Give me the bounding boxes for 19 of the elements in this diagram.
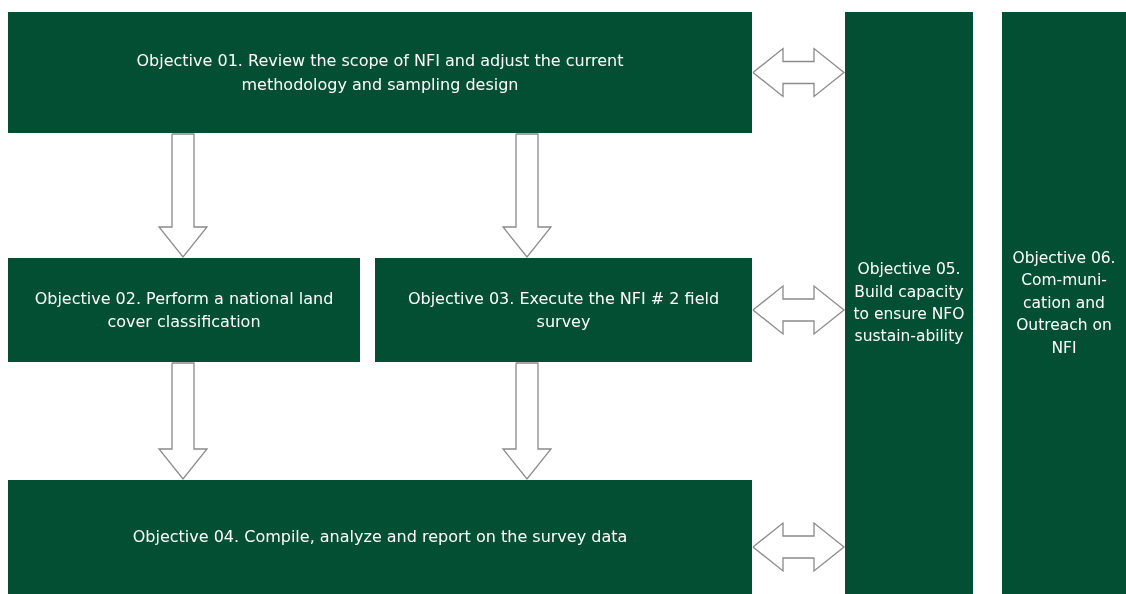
- double-block-arrow: [751, 521, 846, 573]
- block-arrow: [157, 362, 209, 481]
- objective-box: [845, 12, 973, 594]
- block-arrow: [501, 362, 553, 481]
- objective-box: [8, 12, 752, 133]
- double-block-arrow: [751, 47, 846, 98]
- block-arrow: [501, 133, 553, 259]
- objective-box: [1002, 12, 1126, 594]
- objective-text: Objective 03. Execute the NFI # 2 field survey: [406, 287, 721, 333]
- objective-text: Objective 06. Com-muni-cation and Outreach on NFI: [1011, 247, 1117, 359]
- objective-text: Objective 02. Perform a national land cover classification: [33, 287, 335, 333]
- objective-box: [375, 258, 752, 362]
- objective-text: Objective 01. Review the scope of NFI and adjust the current methodology and sampling design: [135, 50, 625, 96]
- block-arrow: [157, 133, 209, 259]
- objective-text: Objective 04. Compile, analyze and report on the survey data: [132, 526, 628, 549]
- double-block-arrow: [751, 284, 846, 336]
- objective-box: [8, 480, 752, 594]
- objective-box: [8, 258, 360, 362]
- objective-text: Objective 05. Build capacity to ensure NFO sustain-ability: [852, 259, 966, 348]
